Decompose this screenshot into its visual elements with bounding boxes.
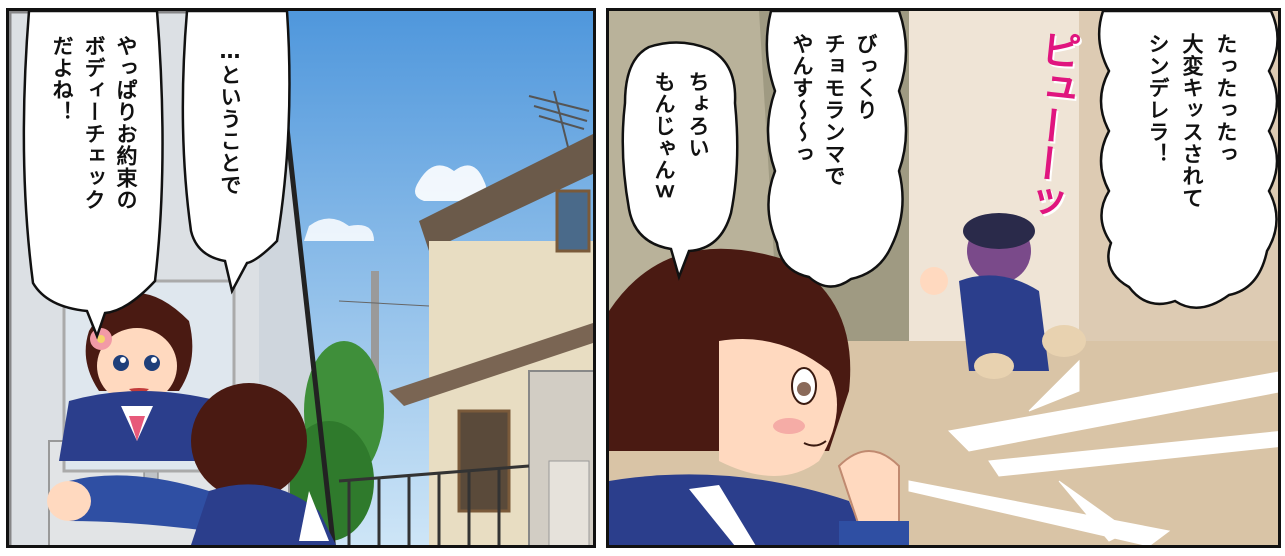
dialogue-text-line: ちょろい <box>686 71 710 159</box>
dialogue-text: …ということで <box>218 39 242 196</box>
dialogue-text-line: もんじゃんｗ <box>652 71 676 203</box>
dialogue-text-line: たったったっ <box>1214 33 1238 165</box>
boy-cap <box>963 213 1035 249</box>
house-window <box>555 189 591 253</box>
dialogue-text-line: やっぱりお約束の <box>114 35 138 211</box>
speech-bubble: ちょろい もんじゃんｗ <box>619 41 739 281</box>
dialogue-text-line: やんす〜〜っ <box>790 33 814 165</box>
dialogue-text-line: チョモランマで <box>822 33 846 187</box>
dialogue-text-line: だよね！ <box>50 35 74 123</box>
speech-bubble: びっくり チョモランマで やんす〜〜っ <box>759 11 909 301</box>
speech-bubble: やっぱりお約束の ボディーチェック だよね！ <box>17 11 167 340</box>
boy-body <box>959 275 1049 371</box>
dialogue-text-line: シンデレラ！ <box>1146 33 1170 165</box>
utility-pole <box>371 271 379 411</box>
left-panel: …ということで やっぱりお約束の ボディーチェック だよね！ <box>6 8 596 548</box>
dialogue-text-line: びっくり <box>854 33 878 121</box>
girl-face <box>97 328 177 404</box>
shout-bubble: たったったっ 大変キッスされて シンデレラ！ <box>1089 11 1278 331</box>
speech-bubble: …ということで <box>177 11 297 295</box>
impact-burst <box>908 359 1278 545</box>
foreground-girl-head <box>191 383 307 499</box>
dialogue-text-line: 大変キッスされて <box>1180 33 1204 209</box>
house-window <box>457 409 511 513</box>
dialogue-text-line: ボディーチェック <box>82 35 106 211</box>
girl-uniform <box>609 474 867 545</box>
girl-uniform <box>59 391 229 461</box>
fence <box>338 464 530 545</box>
right-panel: ピューーッ たったったっ 大変キッスされて シンデレラ！ びっくり チョモランマ… <box>606 8 1281 548</box>
cloud <box>415 165 487 201</box>
cloud <box>304 218 374 241</box>
house-roof <box>419 134 593 251</box>
boy-shoe <box>1042 325 1086 357</box>
tv-antenna <box>528 90 590 152</box>
boy-fist <box>920 267 948 295</box>
foreground-girl-uniform <box>191 484 336 545</box>
reaching-arm <box>69 475 209 531</box>
